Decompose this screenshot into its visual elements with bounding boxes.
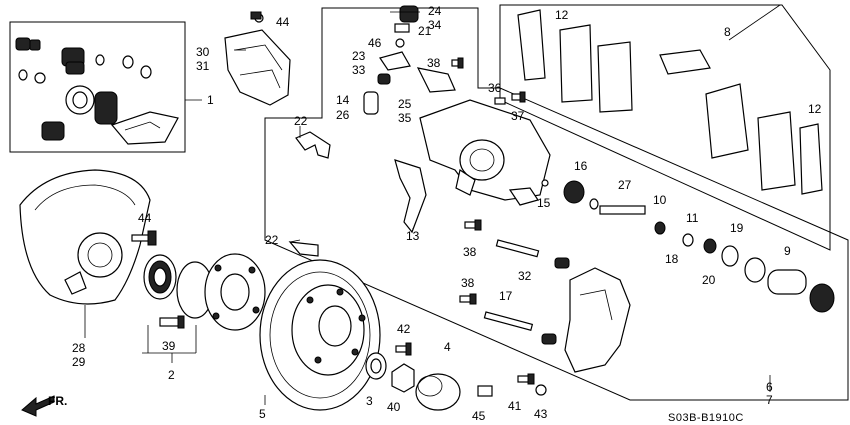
- front-direction-label: FR.: [48, 394, 67, 408]
- part-label: 45: [472, 409, 486, 423]
- part-label: 3: [366, 394, 373, 408]
- part-label: 31: [196, 59, 210, 73]
- part-label: 14: [336, 93, 350, 107]
- part-label: 15: [537, 196, 551, 210]
- diagram-code: S03B-B1910C: [668, 412, 744, 424]
- hub-bearing: [143, 253, 266, 331]
- hub-nut-cap: [365, 342, 461, 411]
- part-label: 27: [618, 178, 632, 192]
- part-label: 38: [463, 245, 477, 259]
- brake-disc: [259, 259, 381, 411]
- frame-seal-kit: [9, 21, 202, 153]
- frame-pad-set: [499, 4, 831, 251]
- part-label: 30: [196, 45, 210, 59]
- part-label: 6: [766, 380, 773, 394]
- part-labels: 1 2 3 4 5 6 7 8 9 10 11 12 12 13 14 15 1…: [72, 4, 822, 423]
- piston-assembly: [721, 245, 835, 313]
- front-direction-arrow-icon: [21, 395, 55, 417]
- part-label: 1: [207, 93, 214, 107]
- part-label: 19: [730, 221, 744, 235]
- part-label: 22: [294, 114, 308, 128]
- part-label: 40: [387, 400, 401, 414]
- part-label: 34: [428, 18, 442, 32]
- part-label: 41: [508, 399, 522, 413]
- part-label: 13: [406, 229, 420, 243]
- part-label: 8: [724, 25, 731, 39]
- part-label: 36: [488, 81, 502, 95]
- seal-kit-parts: [15, 37, 179, 145]
- part-label: 32: [518, 269, 532, 283]
- part-label: 28: [72, 341, 86, 355]
- part-label: 35: [398, 111, 412, 125]
- splash-shield: [19, 169, 151, 305]
- part-label: 24: [428, 4, 442, 18]
- part-label: 38: [427, 56, 441, 70]
- splash-guard-bracket: [224, 11, 291, 106]
- part-label: 16: [574, 159, 588, 173]
- parking-lever-parts: [363, 5, 526, 115]
- part-label: 42: [397, 322, 411, 336]
- brake-pads: [517, 9, 823, 195]
- part-label: 44: [138, 211, 152, 225]
- part-label: 23: [352, 49, 366, 63]
- part-label: 2: [168, 368, 175, 382]
- part-label: 9: [784, 244, 791, 258]
- part-label: 37: [511, 109, 525, 123]
- caliper-body: [419, 99, 551, 206]
- part-label: 44: [276, 15, 290, 29]
- pad-clips: [288, 131, 427, 257]
- part-label: 12: [808, 102, 822, 116]
- bolt-44-lower: [131, 230, 157, 246]
- part-label: 7: [766, 393, 773, 407]
- part-label: 25: [398, 97, 412, 111]
- part-label: 29: [72, 355, 86, 369]
- part-label: 18: [665, 252, 679, 266]
- part-label: 11: [686, 211, 699, 225]
- part-label: 33: [352, 63, 366, 77]
- part-label: 5: [259, 407, 266, 421]
- part-label: 38: [461, 276, 475, 290]
- part-label: 46: [368, 36, 382, 50]
- part-label: 4: [444, 340, 451, 354]
- slide-pins: [459, 219, 570, 397]
- part-label: 39: [162, 339, 176, 353]
- part-label: 22: [265, 233, 279, 247]
- adjuster-spindle: [541, 179, 717, 254]
- part-label: 20: [702, 273, 716, 287]
- part-label: 17: [499, 289, 513, 303]
- part-label: 26: [336, 108, 350, 122]
- leader-lines: [84, 4, 781, 405]
- part-label: 10: [653, 193, 667, 207]
- part-label: 12: [555, 8, 569, 22]
- caliper-bracket: [564, 267, 631, 373]
- part-label: 21: [418, 24, 432, 38]
- part-label: 43: [534, 407, 548, 421]
